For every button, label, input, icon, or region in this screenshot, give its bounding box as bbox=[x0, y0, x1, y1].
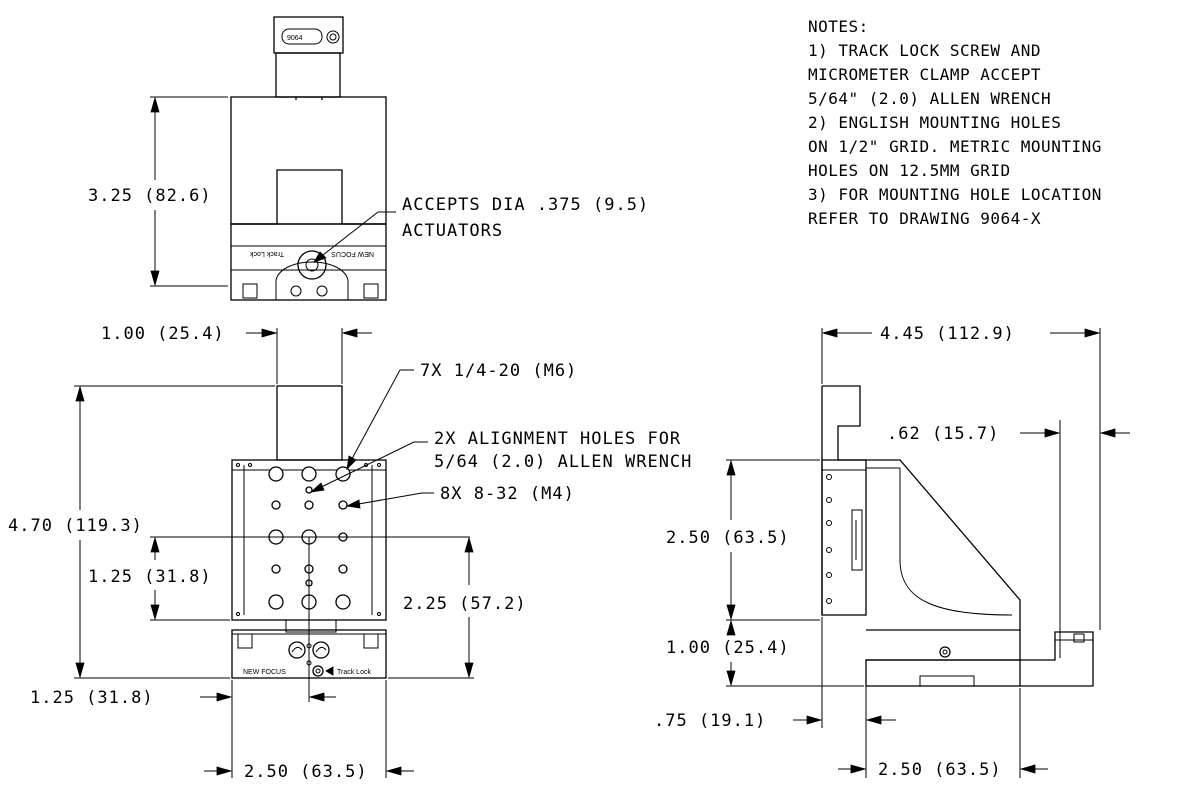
notes-line-7: 3) FOR MOUNTING HOLE LOCATION bbox=[808, 185, 1102, 204]
dim-top-height: 3.25 (82.6) bbox=[88, 186, 212, 206]
front-track-lock-text: Track Lock bbox=[337, 669, 371, 676]
top-label-plate: 9064 bbox=[287, 35, 303, 42]
callout-actuators-2: ACTUATORS bbox=[402, 221, 503, 241]
notes-line-6: HOLES ON 12.5MM GRID bbox=[808, 161, 1011, 180]
notes-line-1: 1) TRACK LOCK SCREW AND bbox=[808, 41, 1041, 60]
dim-bottom-offset: 1.25 (31.8) bbox=[30, 688, 154, 708]
notes-line-2: MICROMETER CLAMP ACCEPT bbox=[808, 65, 1041, 84]
dim-side-offset: .62 (15.7) bbox=[887, 424, 999, 444]
dim-side-overall: 4.45 (112.9) bbox=[880, 324, 1015, 344]
notes-line-4: 2) ENGLISH MOUNTING HOLES bbox=[808, 113, 1061, 132]
dim-center-height: 2.25 (57.2) bbox=[403, 594, 527, 614]
notes-block: NOTES: 1) TRACK LOCK SCREW AND MICROMETE… bbox=[808, 17, 1102, 228]
side-view: 4.45 (112.9) .62 (15.7) 2.50 (63.5) 1.00… bbox=[654, 324, 1130, 780]
notes-line-3: 5/64" (2.0) ALLEN WRENCH bbox=[808, 89, 1051, 108]
dim-side-base-width: 2.50 (63.5) bbox=[878, 760, 1002, 780]
callout-alignment-2: 5/64 (2.0) ALLEN WRENCH bbox=[434, 452, 692, 472]
dim-hole-span: 1.25 (31.8) bbox=[88, 567, 212, 587]
notes-line-8: REFER TO DRAWING 9064-X bbox=[808, 209, 1041, 228]
top-track-lock-text: Track Lock bbox=[250, 250, 284, 257]
dim-side-base-height: 1.00 (25.4) bbox=[666, 638, 790, 658]
callout-actuators-1: ACCEPTS DIA .375 (9.5) bbox=[402, 195, 649, 215]
top-brand-text: NEW FOCUS bbox=[331, 250, 374, 257]
front-view: NEW FOCUS Track Lock 1.00 (25.4) 7X 1/4-… bbox=[8, 324, 692, 782]
callout-alignment-1: 2X ALIGNMENT HOLES FOR bbox=[434, 429, 681, 449]
dim-overall-height: 4.70 (119.3) bbox=[8, 516, 143, 536]
top-view: 9064 Track Lock NEW FOCUS 3.25 (82.6) AC… bbox=[88, 16, 649, 301]
dim-side-plate-height: 2.50 (63.5) bbox=[666, 528, 790, 548]
notes-title: NOTES: bbox=[808, 17, 869, 36]
dim-front-width: 2.50 (63.5) bbox=[244, 762, 368, 782]
callout-8x-holes: 8X 8-32 (M4) bbox=[440, 484, 575, 504]
callout-7x-holes: 7X 1/4-20 (M6) bbox=[420, 361, 577, 381]
dim-side-plate-thick: .75 (19.1) bbox=[654, 711, 766, 731]
dim-width-1-00: 1.00 (25.4) bbox=[101, 324, 225, 344]
front-brand-text: NEW FOCUS bbox=[243, 669, 286, 676]
notes-line-5: ON 1/2" GRID. METRIC MOUNTING bbox=[808, 137, 1102, 156]
